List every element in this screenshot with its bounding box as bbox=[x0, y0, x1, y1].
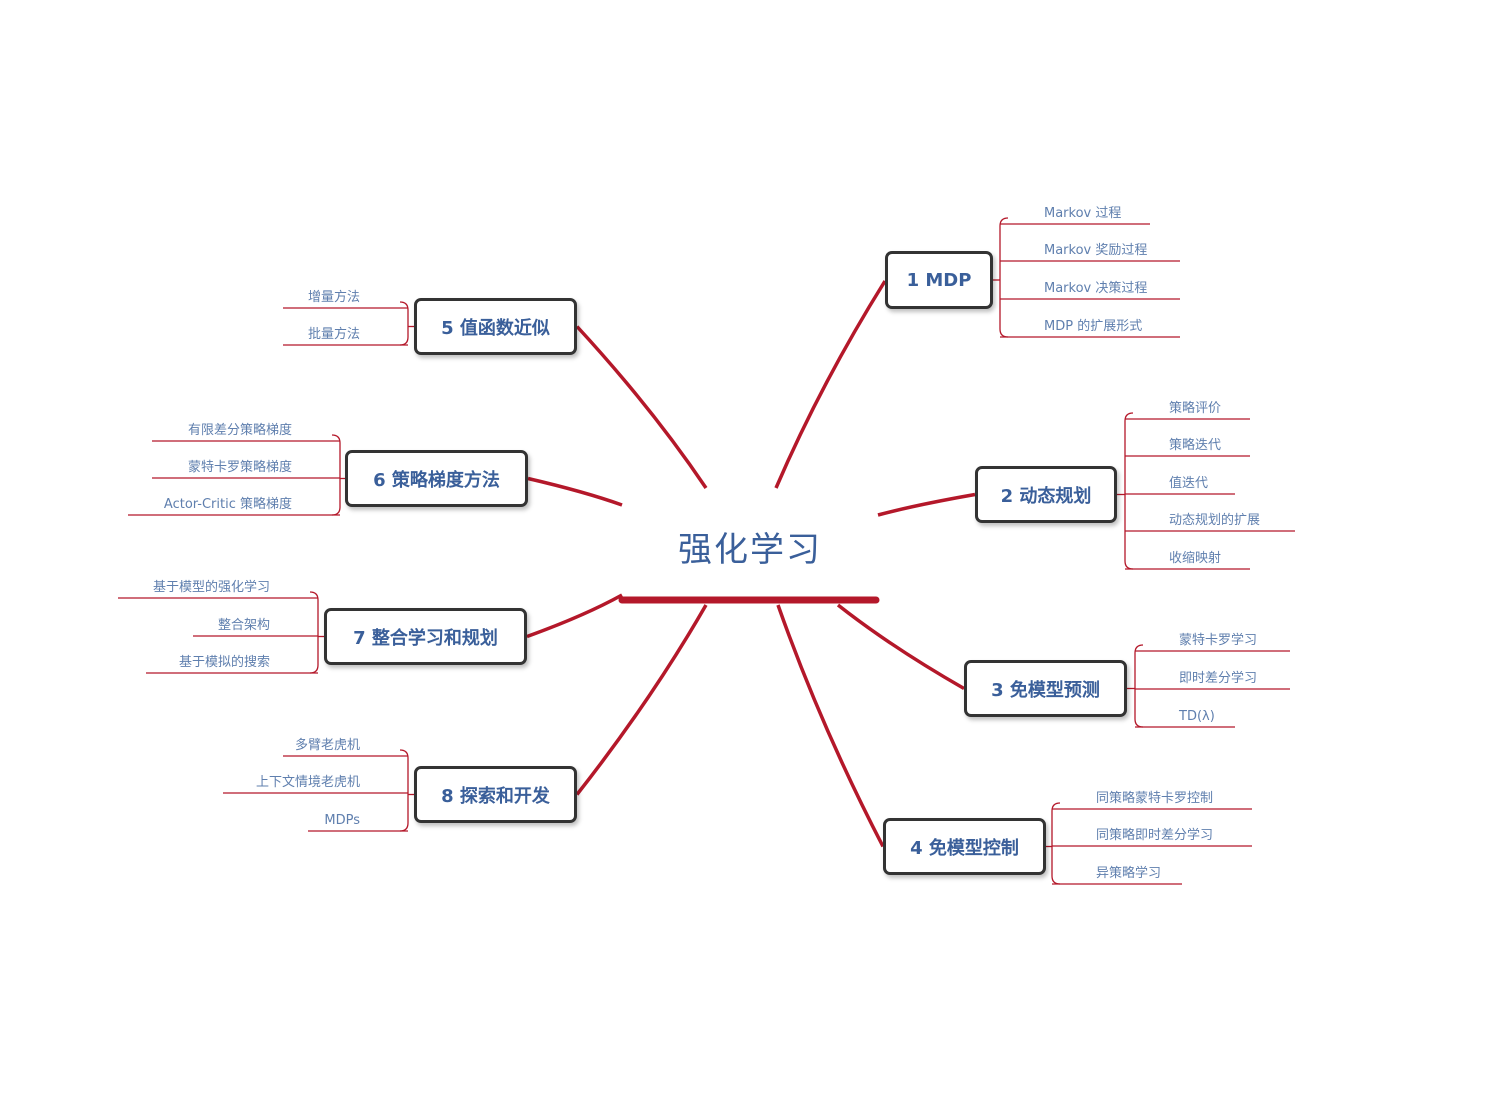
bracket-1 bbox=[999, 217, 1009, 338]
bracket-7 bbox=[309, 591, 319, 674]
subtopic-7-1[interactable]: 基于模型的强化学习 bbox=[152, 580, 270, 595]
subtopic-7-2[interactable]: 整合架构 bbox=[217, 618, 270, 633]
subtopic-6-3[interactable]: Actor-Critic 策略梯度 bbox=[163, 497, 292, 512]
topic-5[interactable]: 5 值函数近似 bbox=[414, 298, 577, 355]
subtopic-1-1[interactable]: Markov 过程 bbox=[1044, 206, 1122, 221]
bracket-2 bbox=[1124, 412, 1134, 570]
central-topic: 强化学习 bbox=[678, 530, 822, 570]
subtopic-2-3[interactable]: 值迭代 bbox=[1169, 476, 1209, 491]
branch-2 bbox=[877, 492, 976, 517]
subtopic-8-1[interactable]: 多臂老虎机 bbox=[294, 738, 360, 753]
subtopic-1-2[interactable]: Markov 奖励过程 bbox=[1044, 243, 1148, 258]
bracket-3 bbox=[1134, 644, 1144, 728]
topic-8[interactable]: 8 探索和开发 bbox=[414, 766, 577, 823]
subtopic-3-2[interactable]: 即时差分学习 bbox=[1179, 671, 1258, 686]
bracket-8 bbox=[399, 749, 409, 832]
bracket-5 bbox=[399, 301, 409, 346]
subtopic-2-4[interactable]: 动态规划的扩展 bbox=[1169, 513, 1261, 528]
branch-6 bbox=[527, 476, 623, 507]
subtopic-4-2[interactable]: 同策略即时差分学习 bbox=[1096, 828, 1214, 843]
bracket-4 bbox=[1051, 802, 1061, 885]
topic-2[interactable]: 2 动态规划 bbox=[975, 466, 1117, 523]
topic-3[interactable]: 3 免模型预测 bbox=[964, 660, 1127, 717]
subtopic-5-2[interactable]: 批量方法 bbox=[307, 327, 360, 342]
subtopic-8-2[interactable]: 上下文情境老虎机 bbox=[255, 775, 360, 790]
subtopic-7-3[interactable]: 基于模拟的搜索 bbox=[178, 655, 270, 670]
branch-1 bbox=[774, 280, 887, 489]
subtopic-3-1[interactable]: 蒙特卡罗学习 bbox=[1179, 633, 1258, 648]
branch-3 bbox=[836, 603, 965, 691]
subtopic-4-3[interactable]: 异策略学习 bbox=[1096, 866, 1162, 881]
branch-5 bbox=[575, 325, 708, 489]
topic-7[interactable]: 7 整合学习和规划 bbox=[324, 608, 527, 665]
subtopic-2-5[interactable]: 收缩映射 bbox=[1169, 551, 1222, 566]
topic-6[interactable]: 6 策略梯度方法 bbox=[345, 450, 528, 507]
subtopic-3-3[interactable]: TD(λ) bbox=[1179, 709, 1215, 724]
subtopic-8-3[interactable]: MDPs bbox=[324, 813, 360, 828]
subtopic-1-4[interactable]: MDP 的扩展形式 bbox=[1044, 319, 1143, 334]
subtopic-2-1[interactable]: 策略评价 bbox=[1169, 401, 1222, 416]
branch-7 bbox=[526, 593, 623, 639]
subtopic-1-3[interactable]: Markov 决策过程 bbox=[1044, 281, 1148, 296]
subtopic-4-1[interactable]: 同策略蒙特卡罗控制 bbox=[1096, 791, 1214, 806]
branch-8 bbox=[575, 604, 708, 796]
subtopic-6-2[interactable]: 蒙特卡罗策略梯度 bbox=[187, 460, 292, 475]
subtopic-2-2[interactable]: 策略迭代 bbox=[1169, 438, 1222, 453]
branch-4 bbox=[776, 604, 885, 848]
topic-1[interactable]: 1 MDP bbox=[885, 251, 993, 309]
topic-4[interactable]: 4 免模型控制 bbox=[883, 818, 1046, 875]
subtopic-5-1[interactable]: 增量方法 bbox=[307, 290, 360, 305]
bracket-6 bbox=[331, 434, 341, 516]
subtopic-6-1[interactable]: 有限差分策略梯度 bbox=[187, 423, 292, 438]
